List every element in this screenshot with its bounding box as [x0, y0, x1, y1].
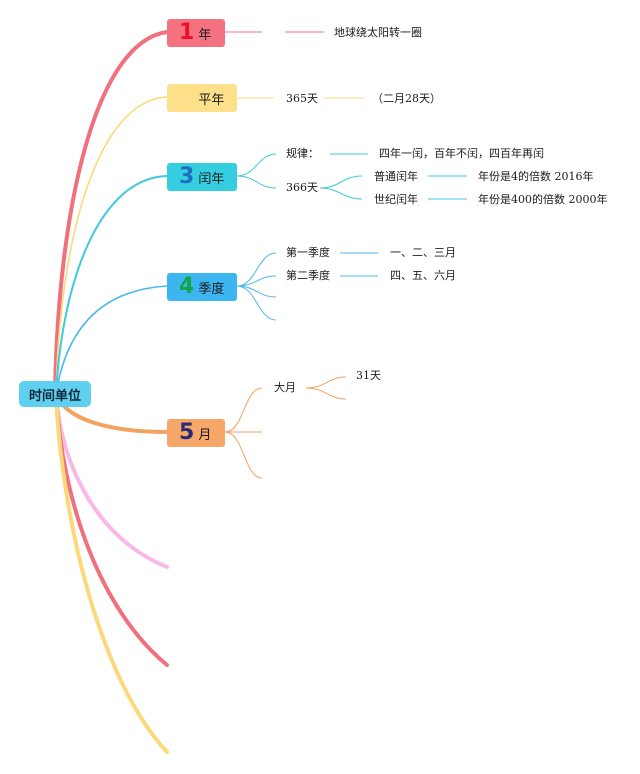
leap-rule-label[interactable]: 规律： — [286, 147, 319, 160]
branch-label: 年 — [198, 27, 212, 43]
quarter-1-months[interactable]: 一、二、三月 — [390, 246, 456, 259]
link-root-common-year — [55, 96, 168, 395]
branch-year[interactable]: 1 年 — [167, 19, 225, 47]
branch-number: 4 — [179, 274, 195, 299]
common-year-days[interactable]: 365天 — [286, 92, 318, 105]
branch-label: 闰年 — [198, 171, 225, 187]
root-node[interactable]: 时间单位 — [19, 381, 91, 407]
link-root-empty-yellow — [54, 394, 169, 754]
century-leap-year-desc[interactable]: 年份是400的倍数 2000年 — [478, 193, 608, 206]
branch-common-year[interactable]: 2 平年 — [167, 84, 237, 112]
link-root-quarter — [55, 285, 168, 395]
quarter-1-label[interactable]: 第一季度 — [286, 246, 330, 259]
branch-label: 季度 — [198, 281, 225, 297]
century-leap-year-label[interactable]: 世纪闰年 — [374, 193, 418, 206]
root-label: 时间单位 — [28, 388, 81, 404]
common-year-february[interactable]: （二月28天） — [372, 92, 441, 105]
branch-number: 1 — [179, 20, 195, 45]
leap-rule-text[interactable]: 四年一闰，百年不闰，四百年再闰 — [379, 147, 544, 160]
branch-number: 2 — [179, 85, 195, 110]
branch-number: 3 — [179, 164, 195, 189]
quarter-2-label[interactable]: 第二季度 — [286, 269, 330, 282]
branch-quarter[interactable]: 4 季度 — [167, 273, 237, 301]
link-root-leap-year — [55, 175, 168, 395]
ordinary-leap-year-desc[interactable]: 年份是4的倍数 2016年 — [478, 170, 594, 183]
branch-number: 5 — [179, 420, 195, 445]
leap-year-days[interactable]: 366天 — [286, 181, 318, 194]
big-month-days[interactable]: 31天 — [356, 369, 381, 382]
link-root-empty-pink — [54, 394, 169, 569]
ordinary-leap-year-label[interactable]: 普通闰年 — [374, 170, 418, 183]
quarter-2-months[interactable]: 四、五、六月 — [390, 269, 456, 282]
branch-leap-year[interactable]: 3 闰年 — [167, 163, 237, 191]
year-definition[interactable]: 地球绕太阳转一圈 — [334, 26, 422, 39]
branch-month[interactable]: 5 月 — [167, 419, 225, 447]
big-month-label[interactable]: 大月 — [274, 381, 296, 394]
branch-label: 平年 — [198, 92, 225, 108]
link-root-year — [53, 30, 169, 396]
branch-label: 月 — [198, 427, 212, 443]
